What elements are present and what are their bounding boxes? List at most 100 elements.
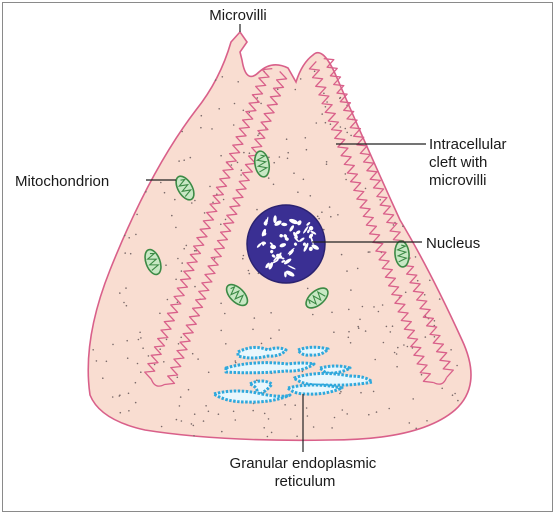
stipple-dot xyxy=(237,162,239,164)
stipple-dot xyxy=(268,177,270,179)
stipple-dot xyxy=(254,317,256,319)
stipple-dot xyxy=(119,292,121,294)
stipple-dot xyxy=(346,132,348,134)
stipple-dot xyxy=(205,405,207,407)
stipple-dot xyxy=(224,313,226,315)
stipple-dot xyxy=(233,411,235,413)
stipple-dot xyxy=(166,339,168,341)
stipple-dot xyxy=(357,268,359,270)
stipple-dot xyxy=(252,410,254,412)
stipple-dot xyxy=(307,415,309,417)
stipple-dot xyxy=(346,270,348,272)
stipple-dot xyxy=(415,428,417,430)
stipple-dot xyxy=(405,292,407,294)
stipple-dot xyxy=(237,81,239,83)
stipple-dot xyxy=(140,337,142,339)
stipple-dot xyxy=(242,258,244,260)
stipple-dot xyxy=(268,418,270,420)
label-intracellular-cleft: Intracellular cleft with microvilli xyxy=(429,136,511,189)
stipple-dot xyxy=(180,396,182,398)
stipple-dot xyxy=(360,392,362,394)
stipple-dot xyxy=(357,326,359,328)
label-intracellular-cleft-line-1: Intracellular xyxy=(429,136,507,153)
stipple-dot xyxy=(200,127,202,129)
stipple-dot xyxy=(279,156,281,158)
stipple-dot xyxy=(249,152,251,154)
label-mitochondrion: Mitochondrion xyxy=(15,173,109,190)
stipple-dot xyxy=(256,379,258,381)
stipple-dot xyxy=(454,393,456,395)
stipple-dot xyxy=(194,250,196,252)
stipple-dot xyxy=(345,179,347,181)
stipple-dot xyxy=(252,329,254,331)
stipple-dot xyxy=(286,138,288,140)
stipple-dot xyxy=(243,152,245,154)
stipple-dot xyxy=(273,162,275,164)
stipple-dot xyxy=(326,101,328,103)
label-granular-er-line-2: reticulum xyxy=(275,473,336,490)
stipple-dot xyxy=(220,155,222,157)
stipple-dot xyxy=(362,306,364,308)
stipple-dot xyxy=(164,192,166,194)
stipple-dot xyxy=(235,419,237,421)
stipple-dot xyxy=(126,340,128,342)
stipple-dot xyxy=(235,360,237,362)
stipple-dot xyxy=(284,404,286,406)
stipple-dot xyxy=(373,391,375,393)
stipple-dot xyxy=(181,270,183,272)
stipple-dot xyxy=(293,172,295,174)
stipple-dot xyxy=(208,411,210,413)
stipple-dot xyxy=(263,427,265,429)
stipple-dot xyxy=(368,251,370,253)
stipple-dot xyxy=(396,366,398,368)
stipple-dot xyxy=(194,413,196,415)
stipple-dot xyxy=(348,337,350,339)
stipple-dot xyxy=(181,131,183,133)
stipple-dot xyxy=(425,336,427,338)
stipple-dot xyxy=(359,319,361,321)
stipple-dot xyxy=(212,202,214,204)
stipple-dot xyxy=(441,388,443,390)
stipple-dot xyxy=(300,78,302,80)
stipple-dot xyxy=(179,405,181,407)
stipple-dot xyxy=(222,76,224,78)
stipple-dot xyxy=(412,398,414,400)
stipple-dot xyxy=(171,215,173,217)
stipple-dot xyxy=(339,393,341,395)
stipple-dot xyxy=(434,320,436,322)
stipple-dot xyxy=(439,298,441,300)
stipple-dot xyxy=(373,306,375,308)
stipple-dot xyxy=(386,326,388,328)
stipple-dot xyxy=(378,311,380,313)
stipple-dot xyxy=(106,361,108,363)
stipple-dot xyxy=(392,325,394,327)
stipple-dot xyxy=(92,349,94,351)
stipple-dot xyxy=(270,338,272,340)
stipple-dot xyxy=(329,206,331,208)
stipple-dot xyxy=(203,420,205,422)
stipple-dot xyxy=(123,302,125,304)
stipple-dot xyxy=(180,337,182,339)
stipple-dot xyxy=(390,331,392,333)
stipple-dot xyxy=(333,331,335,333)
stipple-dot xyxy=(220,303,222,305)
stipple-dot xyxy=(457,400,459,402)
stipple-dot xyxy=(137,363,139,365)
stipple-dot xyxy=(296,436,298,438)
stipple-dot xyxy=(379,199,381,201)
stipple-dot xyxy=(334,417,336,419)
stipple-dot xyxy=(342,409,344,411)
stipple-dot xyxy=(102,377,104,379)
stipple-dot xyxy=(403,344,405,346)
label-intracellular-cleft-line-3: microvilli xyxy=(429,172,487,189)
stipple-dot xyxy=(112,396,114,398)
stipple-dot xyxy=(193,435,195,437)
stipple-dot xyxy=(337,214,339,216)
stipple-dot xyxy=(394,352,396,354)
stipple-dot xyxy=(159,348,161,350)
stipple-dot xyxy=(388,408,390,410)
stipple-dot xyxy=(176,419,178,421)
stipple-dot xyxy=(350,289,352,291)
stipple-dot xyxy=(167,299,169,301)
stipple-dot xyxy=(161,426,163,428)
